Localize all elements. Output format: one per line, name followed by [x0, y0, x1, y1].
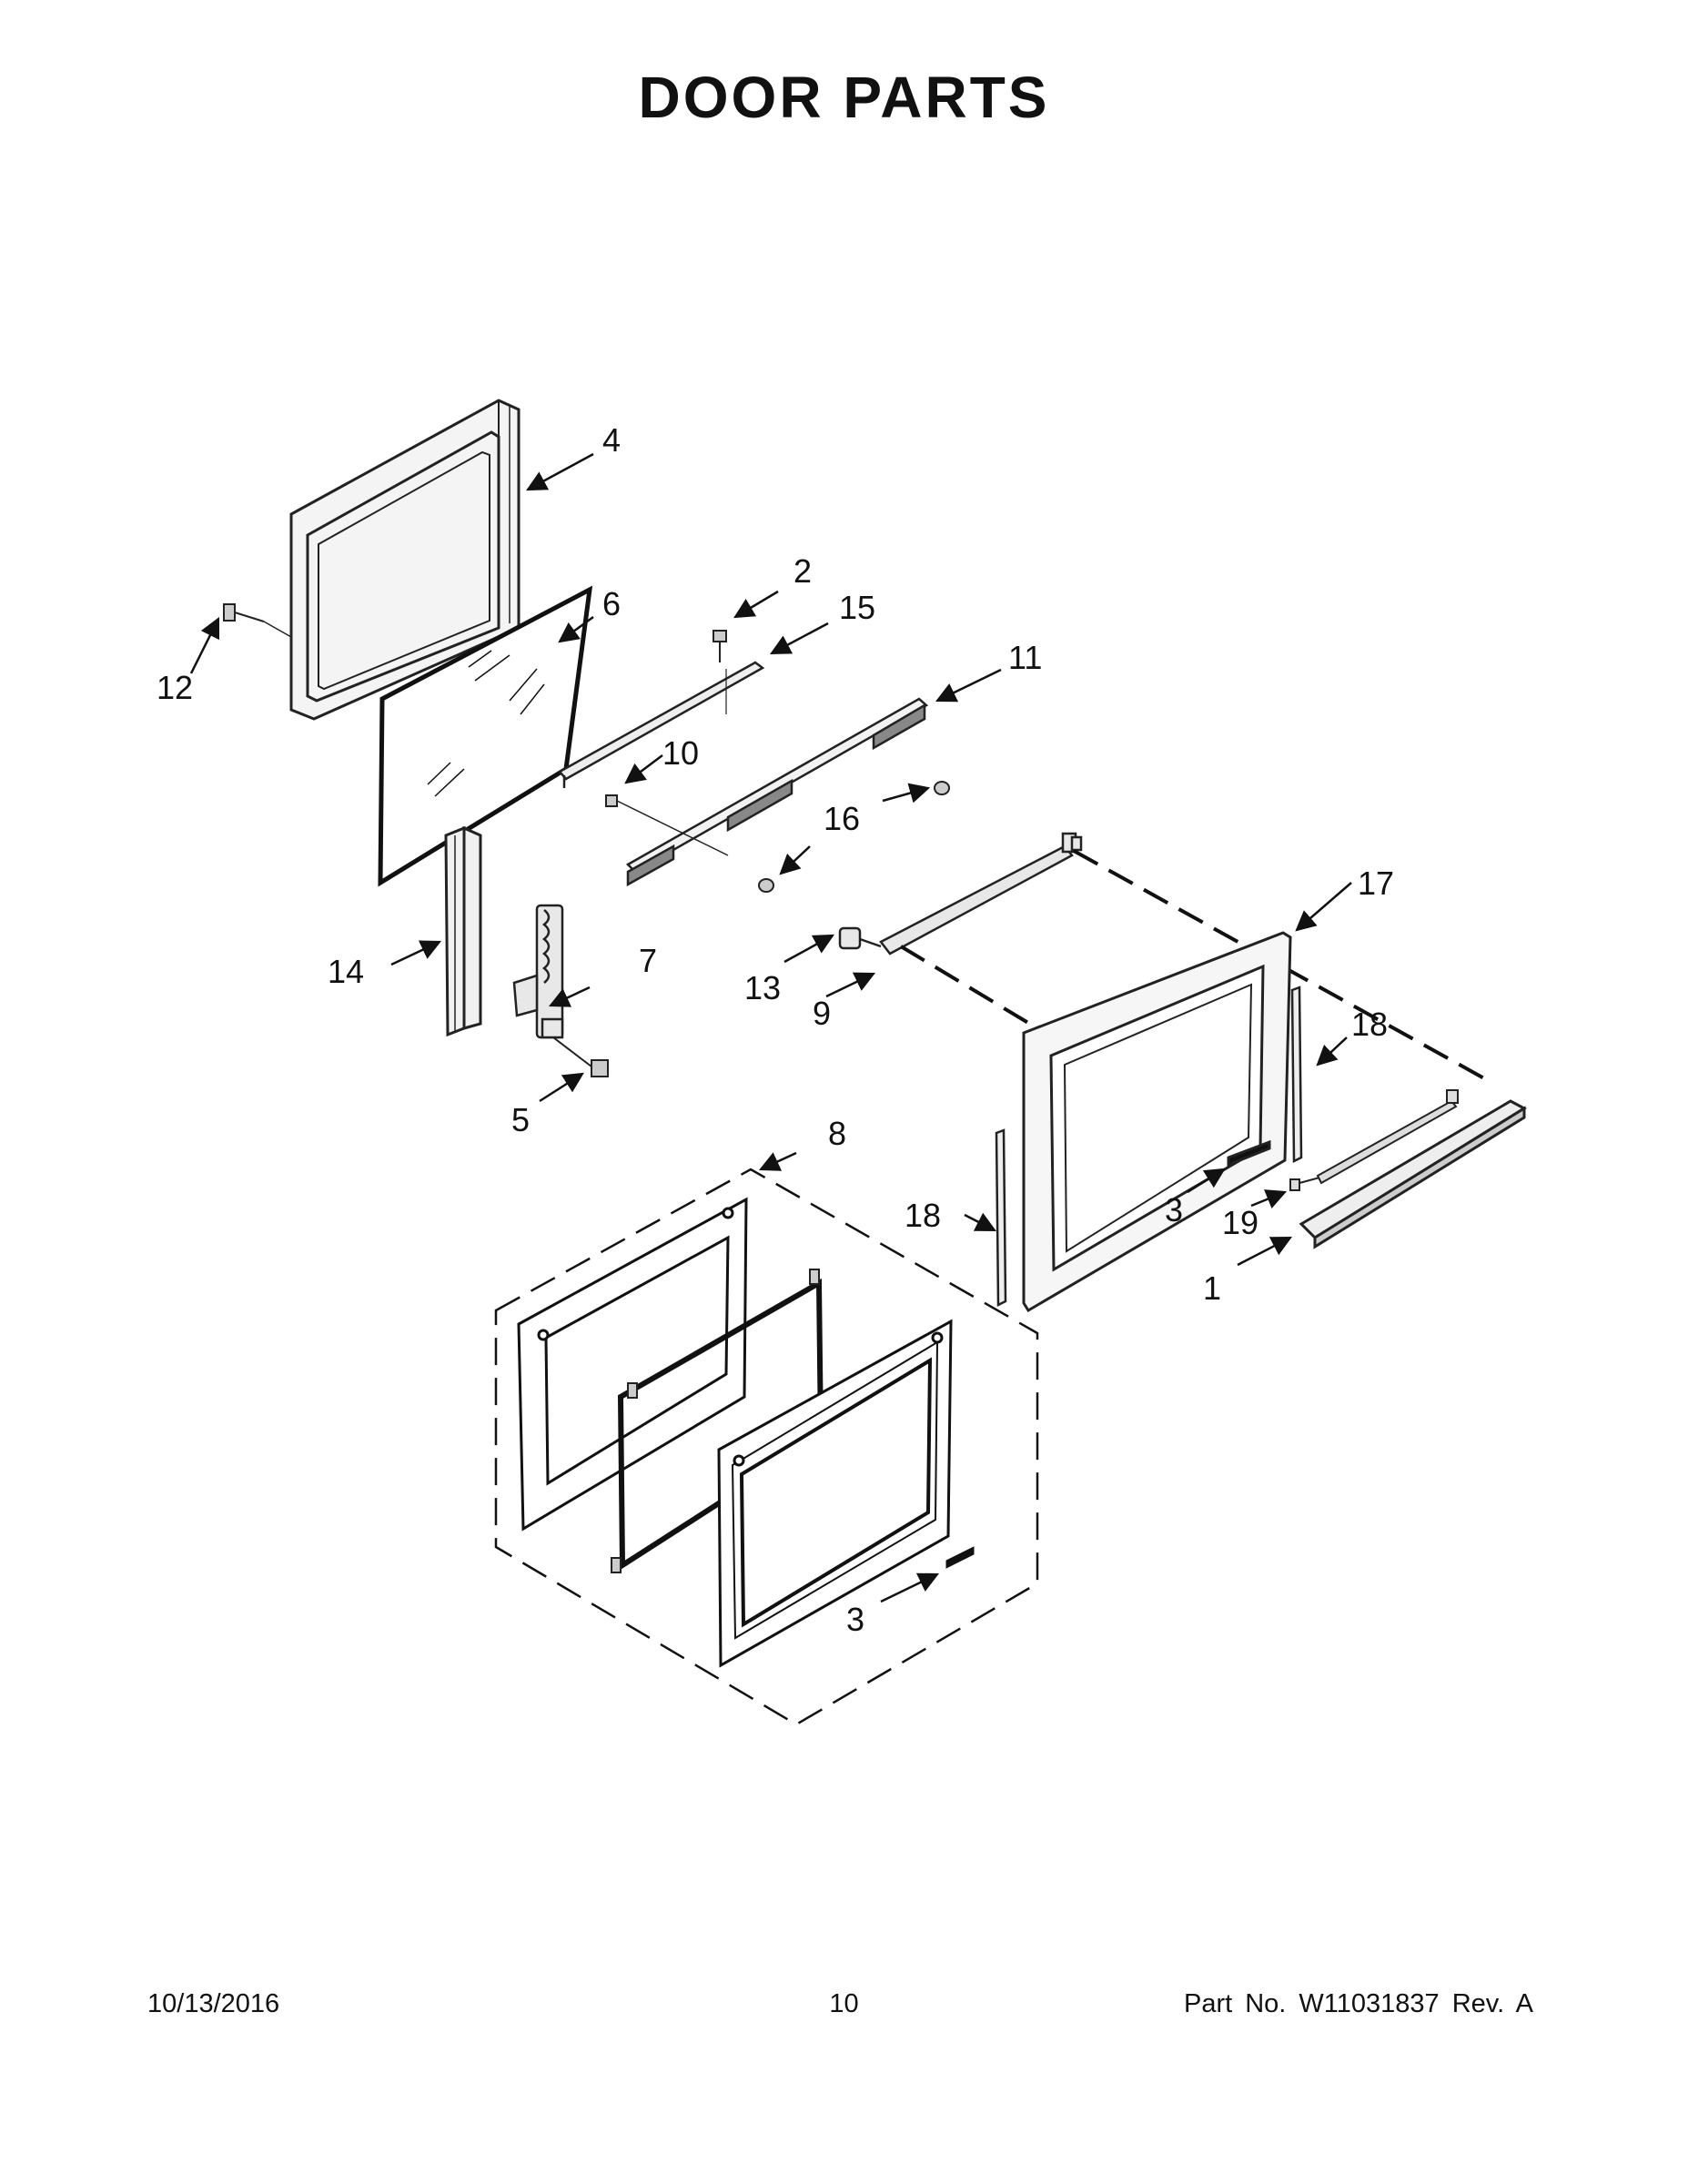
vent-strip	[558, 661, 765, 788]
screw-12	[223, 603, 292, 638]
label-5: 5	[511, 1101, 530, 1138]
clip-16	[758, 781, 950, 893]
label-18-right: 18	[1351, 1006, 1388, 1043]
label-11: 11	[1008, 639, 1042, 676]
label-8: 8	[828, 1115, 846, 1152]
page-title: DOOR PARTS	[638, 65, 1050, 130]
label-9: 9	[813, 995, 831, 1032]
label-7: 7	[639, 942, 657, 979]
label-19: 19	[1222, 1204, 1258, 1241]
alignment-lines	[899, 849, 1493, 1085]
label-10: 10	[662, 734, 699, 772]
label-6: 6	[602, 585, 621, 622]
door-latch-assembly	[838, 832, 1083, 956]
label-13: 13	[744, 969, 781, 1006]
footer-page-number: 10	[829, 1989, 859, 2018]
inner-door-panel	[289, 399, 521, 721]
door-hinge	[512, 904, 564, 1039]
reference-labels: 4 12 6 2 15 11 10 16 17 14 7 13 9 5 8 18…	[157, 421, 1394, 1638]
label-2: 2	[793, 552, 812, 590]
label-3-lower: 3	[846, 1601, 864, 1638]
label-14: 14	[328, 953, 364, 990]
label-12: 12	[157, 669, 193, 706]
label-15: 15	[839, 589, 875, 626]
vent-3-upper	[1227, 1139, 1271, 1168]
door-handle	[1299, 1099, 1528, 1249]
handle-bracket	[1289, 1089, 1459, 1191]
footer-part-number: Part No. W11031837 Rev. A	[1183, 1989, 1533, 2018]
inner-glass-pack	[494, 1168, 1039, 1726]
trim-strip-18	[995, 986, 1303, 1308]
label-4: 4	[602, 421, 621, 459]
label-3-upper: 3	[1165, 1191, 1183, 1228]
label-17: 17	[1358, 864, 1394, 902]
screw-5	[552, 1036, 609, 1077]
label-16: 16	[824, 800, 860, 837]
footer-date: 10/13/2016	[147, 1989, 280, 2018]
screw-10	[605, 794, 729, 856]
leader-arrows	[189, 452, 1352, 1603]
outer-door-frame	[1022, 931, 1292, 1313]
door-bracket-rail	[625, 697, 929, 887]
screw-2	[713, 630, 727, 714]
label-1: 1	[1203, 1269, 1221, 1307]
hinge-channel	[444, 825, 482, 1037]
label-18-left: 18	[905, 1197, 941, 1234]
